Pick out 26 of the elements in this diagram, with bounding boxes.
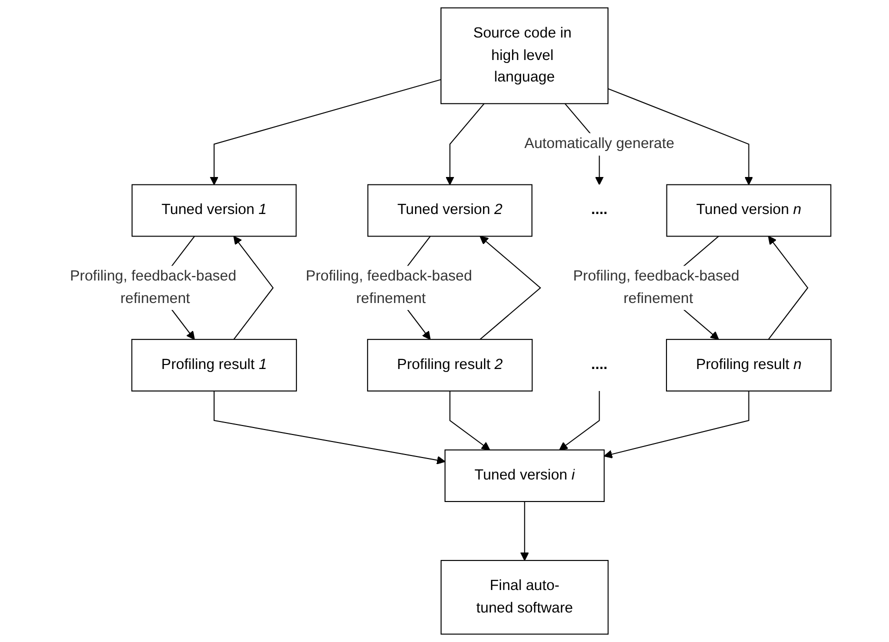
node-box: Profiling result 1 (132, 338, 298, 392)
node-box: Final auto-tuned software (441, 560, 610, 635)
edge-label: Automatically generate (524, 135, 675, 152)
arrow (210, 79, 442, 186)
node-text: .... (592, 356, 608, 373)
arrow (560, 390, 600, 450)
arrow (234, 236, 274, 340)
node-box: Tuned version 1 (132, 184, 298, 237)
arrow (768, 236, 809, 340)
arrow (450, 390, 491, 450)
node-box: Profiling result n (666, 338, 832, 392)
node-box: Profiling result 2 (368, 338, 534, 392)
arrow (604, 390, 750, 458)
node-box: Source code in high level language (440, 7, 609, 104)
arrow (214, 390, 446, 464)
node-box: Tuned version 2 (368, 184, 533, 237)
node-box: Tuned version n (666, 184, 832, 237)
node-text: .... (592, 201, 608, 218)
edge-label: Profiling, feedback-based refinement (70, 268, 237, 307)
edge-label: Profiling, feedback-based refinement (574, 268, 740, 307)
node-box: Tuned version i (445, 449, 606, 502)
arrow (520, 501, 530, 561)
arrow (480, 236, 542, 340)
edge-label: Profiling, feedback-based refinement (306, 268, 473, 307)
arrow (446, 103, 486, 186)
arrow (608, 88, 754, 186)
